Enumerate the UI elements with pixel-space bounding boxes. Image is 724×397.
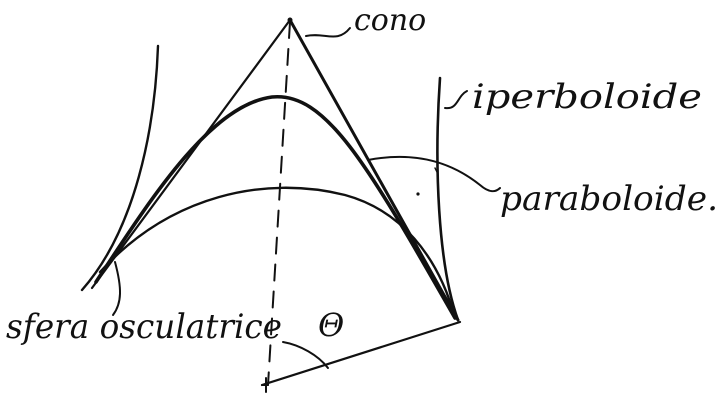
cone-label: cono [354, 3, 426, 38]
stray-tick [434, 167, 438, 173]
cone-left-generator [90, 18, 292, 290]
base-radius-line [260, 320, 462, 387]
cone-apex [287, 17, 293, 23]
paraboloid-curve [94, 95, 457, 320]
osculating-sphere-arc [98, 186, 457, 320]
axis-dashed [267, 21, 291, 386]
cone-right-generator [288, 18, 460, 322]
hyperboloid-label: iperboloide [472, 77, 702, 117]
hyperboloid-leader [444, 90, 468, 110]
hyperboloid-left-branch [80, 44, 160, 292]
paraboloid-label: paraboloide. [500, 179, 718, 219]
stray-dot [416, 192, 420, 196]
hyperboloid-right-branch [436, 76, 460, 322]
axis-tick [261, 377, 269, 393]
angle-arc [282, 341, 329, 369]
paraboloid-leader [367, 155, 501, 193]
sphere-leader [112, 261, 121, 316]
angle-label: Θ [318, 306, 344, 344]
cone-leader [305, 27, 351, 38]
osculating-sphere-label: sfera osculatrice [6, 307, 282, 347]
